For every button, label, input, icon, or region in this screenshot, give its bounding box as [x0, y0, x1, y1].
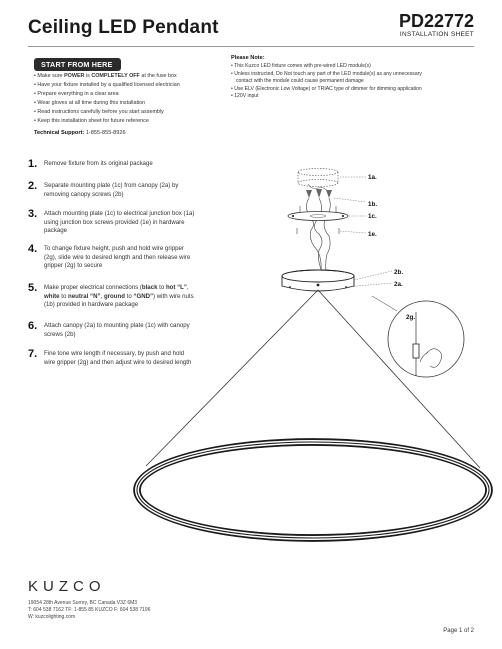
callout-1e: 1e.	[368, 231, 377, 238]
company-website: W: kuzcolighting.com	[28, 614, 76, 620]
canopy-icon	[281, 269, 355, 292]
support-label: Technical Support:	[34, 130, 85, 136]
wire-gripper-detail-icon	[371, 295, 465, 378]
list-item: Make sure POWER is COMPLETELY OFF at the…	[34, 72, 180, 81]
page-title: Ceiling LED Pendant	[28, 17, 219, 38]
step-number: 6.	[28, 320, 38, 332]
start-section: START FROM HERE Make sure POWER is COMPL…	[28, 52, 228, 147]
list-item: This Kuzco LED fixture comes with pre-wi…	[231, 63, 481, 71]
screw-icon	[296, 206, 340, 234]
list-item: Prepare everything in a clear area	[34, 90, 180, 99]
step-number: 4.	[28, 243, 38, 255]
list-item: Wear gloves at all time during this inst…	[34, 99, 180, 108]
step-text: Attach mounting plate (1c) to electrical…	[44, 210, 195, 235]
list-item: contact with the module could cause perm…	[236, 78, 364, 85]
callout-leaders	[333, 176, 393, 288]
company-address: 19054 28th Avenue Surrey, BC Canada V3Z …	[28, 600, 138, 606]
step-number: 7.	[28, 348, 38, 360]
page-number: Page 1 of 2	[443, 628, 474, 634]
led-ring-icon	[133, 438, 493, 542]
callout-2b: 2b.	[394, 269, 403, 276]
power-wires-icon	[306, 197, 331, 273]
start-badge: START FROM HERE	[34, 58, 121, 71]
step-text: To change fixture height, push and hold …	[44, 245, 191, 270]
list-item: 120V input	[231, 93, 481, 101]
callout-2g: 2g.	[406, 314, 415, 321]
notes-list: This Kuzco LED fixture comes with pre-wi…	[231, 63, 481, 101]
step-number: 5.	[28, 282, 38, 294]
list-item: Use ELV (Electronic Low Voltage) or TRIA…	[231, 86, 481, 94]
technical-support: Technical Support: 1-855-855-8926	[34, 130, 126, 136]
step-text: Attach canopy (2a) to mounting plate (1c…	[44, 322, 190, 338]
list-item: Unless instructed, Do Not touch any part…	[231, 71, 481, 79]
notes-title: Please Note:	[231, 55, 265, 61]
start-checklist: Make sure POWER is COMPLETELY OFF at the…	[34, 72, 180, 126]
sheet-label: INSTALLATION SHEET	[399, 31, 474, 38]
suspension-cable-icon	[145, 289, 481, 469]
step-number: 2.	[28, 180, 38, 192]
step-number: 3.	[28, 208, 38, 220]
wire-nut-icon	[306, 189, 332, 198]
callout-1a: 1a.	[368, 174, 377, 181]
list-item: Have your fixture installed by a qualifi…	[34, 81, 179, 90]
step-text: Fine tone wire length if necessary, by p…	[44, 350, 192, 366]
step-text: Remove fixture from its original package	[44, 160, 153, 167]
company-contact: 19054 28th Avenue Surrey, BC Canada V3Z …	[28, 600, 151, 621]
callout-1c: 1c.	[368, 213, 377, 220]
step-text: Make proper electrical connections (blac…	[44, 284, 194, 309]
callout-1b: 1b.	[368, 201, 377, 208]
list-item: Keep this installation sheet for future …	[34, 117, 180, 126]
step-text: Separate mounting plate (1c) from canopy…	[44, 182, 179, 198]
callout-2a: 2a.	[394, 281, 403, 288]
mounting-plate-icon	[287, 211, 349, 221]
support-phone: 1-855-855-8926	[85, 130, 126, 136]
step-number: 1.	[28, 158, 38, 170]
pendant-illustration: 1a. 1b. 1c. 1e. 2b. 2a. 2g.	[133, 168, 493, 542]
notes-section: Please Note: This Kuzco LED fixture come…	[231, 55, 481, 101]
model-number: PD22772	[398, 11, 474, 31]
header-divider	[28, 46, 474, 47]
brand-logo: KUZCO	[28, 578, 106, 595]
list-item: Read instructions carefully before you s…	[34, 108, 180, 117]
company-phones: T: 604 538 7162 TF: 1-855 85 KUZCO F: 60…	[28, 607, 151, 613]
junction-box-icon	[297, 168, 339, 193]
